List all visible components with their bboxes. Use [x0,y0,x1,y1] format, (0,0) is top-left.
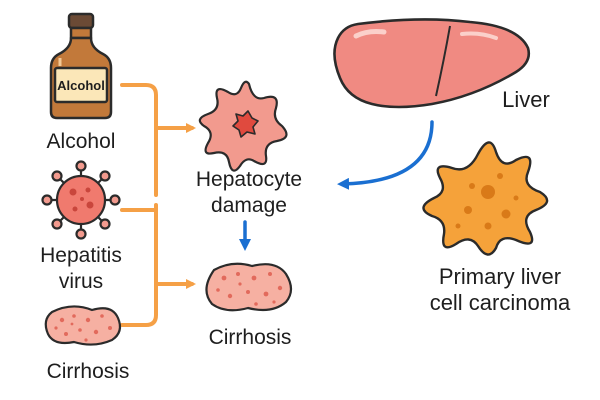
cirrhotic-tissue-icon [44,305,122,346]
hepatocyte-label-line2: damage [211,194,287,217]
bracket-from-alcohol [120,83,158,197]
hepatitis-label-line1: Hepatitis [40,244,122,267]
carcinoma-label-line1: Primary liver [439,264,561,289]
hepatocyte-label-line1: Hepatocyte [196,168,302,191]
cirrhotic-tissue-icon [205,262,293,312]
arrow-liver-to-hepatocyte [337,120,434,190]
liver-label: Liver [502,87,550,112]
hepatitis-label-line2: virus [59,270,103,293]
blue-connector [239,120,434,251]
cirrhosis-center-label: Cirrhosis [209,326,292,349]
alcohol-bottle-icon [49,12,113,120]
cirrhosis-left-label: Cirrhosis [47,360,130,383]
carcinoma-label-line2: cell carcinoma [430,290,571,315]
alcohol-label: Alcohol [47,130,116,153]
bracket-from-cirrhosis [120,203,158,327]
orange-connector [120,83,196,327]
damaged-cell-icon [198,80,288,172]
tumor-cell-icon [422,141,549,256]
liver-icon [333,18,531,109]
bottle-label-text: Alcohol [57,78,105,93]
virus-icon [41,160,121,240]
